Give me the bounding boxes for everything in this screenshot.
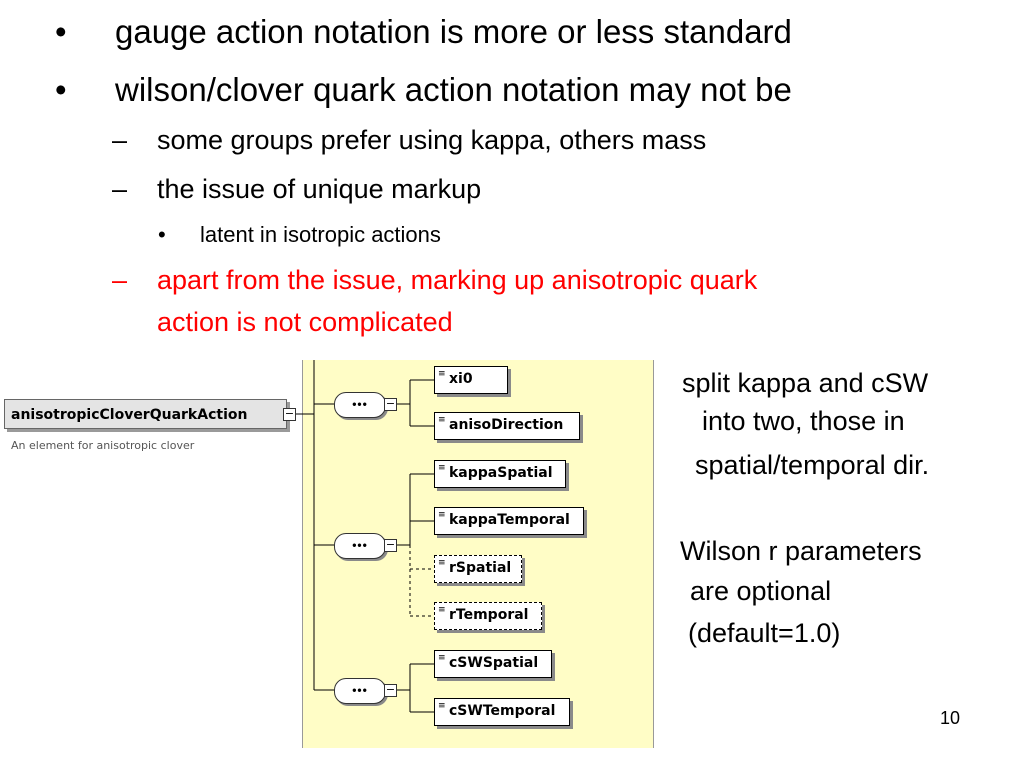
- element-icon: ≡: [438, 701, 446, 711]
- sub-bullet-2-text: the issue of unique markup: [157, 174, 482, 204]
- element-icon: ≡: [438, 605, 446, 615]
- sub-bullet-marker: –: [112, 125, 128, 155]
- element-r-spatial[interactable]: ≡ rSpatial: [434, 555, 522, 583]
- sequence-1-collapse-toggle[interactable]: −: [384, 397, 397, 411]
- sequence-2-collapse-toggle[interactable]: −: [384, 538, 397, 552]
- element-kappa-temporal[interactable]: ≡ kappaTemporal: [434, 507, 584, 535]
- red-bullet-line-2: action is not complicated: [157, 307, 453, 337]
- element-kappa-spatial[interactable]: ≡ kappaSpatial: [434, 460, 566, 488]
- sequence-3-collapse-toggle[interactable]: −: [384, 683, 397, 697]
- element-csw-spatial[interactable]: ≡ cSWSpatial: [434, 650, 552, 678]
- page-number: 10: [940, 708, 961, 728]
- element-icon: ≡: [438, 369, 446, 379]
- note-1-line-1: split kappa and cSW: [682, 368, 929, 398]
- note-1-line-3: spatial/temporal dir.: [695, 450, 930, 480]
- element-aniso-direction[interactable]: ≡ anisoDirection: [434, 412, 580, 440]
- bullet-marker: •: [55, 71, 67, 108]
- note-2-line-3: (default=1.0): [688, 618, 841, 648]
- root-element-description: An element for anisotropic clover: [11, 439, 195, 452]
- element-csw-temporal[interactable]: ≡ cSWTemporal: [434, 698, 570, 726]
- note-1-line-2: into two, those in: [702, 406, 905, 436]
- sequence-compositor-2[interactable]: •••: [334, 533, 386, 559]
- sequence-compositor-1[interactable]: •••: [334, 392, 386, 418]
- element-r-temporal[interactable]: ≡ rTemporal: [434, 602, 542, 630]
- bullet-1: •: [55, 13, 67, 51]
- sequence-compositor-3[interactable]: •••: [334, 678, 386, 704]
- bullet-marker: •: [55, 13, 67, 50]
- red-bullet-line-1: apart from the issue, marking up anisotr…: [157, 265, 758, 295]
- root-collapse-toggle[interactable]: −: [283, 407, 296, 421]
- element-icon: ≡: [438, 510, 446, 520]
- element-icon: ≡: [438, 558, 446, 568]
- sub-sub-bullet-1-text: latent in isotropic actions: [200, 222, 441, 247]
- element-icon: ≡: [438, 653, 446, 663]
- sub-bullet-1-text: some groups prefer using kappa, others m…: [157, 125, 707, 155]
- bullet-1-text: gauge action notation is more or less st…: [115, 13, 792, 50]
- sub-bullet-marker: –: [112, 174, 128, 204]
- bullet-2: •: [55, 71, 67, 109]
- element-xi0[interactable]: ≡ xi0: [434, 366, 508, 394]
- sub-sub-bullet-marker: •: [158, 222, 166, 247]
- red-bullet-marker: –: [112, 265, 128, 295]
- root-element-label: anisotropicCloverQuarkAction: [11, 407, 248, 423]
- bullet-2-text: wilson/clover quark action notation may …: [115, 71, 792, 108]
- element-icon: ≡: [438, 415, 446, 425]
- note-2-line-1: Wilson r parameters: [680, 536, 922, 566]
- root-element-box[interactable]: anisotropicCloverQuarkAction: [4, 399, 287, 429]
- element-icon: ≡: [438, 463, 446, 473]
- note-2-line-2: are optional: [690, 576, 832, 606]
